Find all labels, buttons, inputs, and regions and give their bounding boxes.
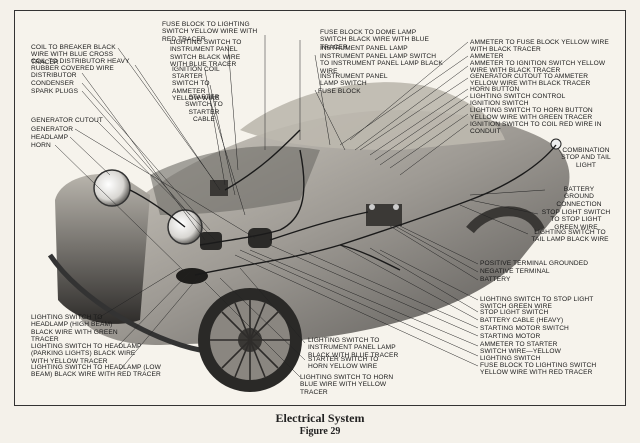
label-gen-cutout-ammeter: Generator cutout to ammeter yellow wire … <box>470 73 591 88</box>
label-horn-blue: Lighting switch to horn blue wire with y… <box>300 374 394 396</box>
label-fuse-block-lighting: Fuse block to lighting switch yellow wir… <box>162 21 258 43</box>
label-combination-lamp: Combination stop and tail light <box>561 147 611 169</box>
label-ignition-coil-red: Ignition switch to coil red wire in cond… <box>470 121 602 136</box>
label-lighting-switch: Lighting switch <box>480 355 541 362</box>
label-panel-lamp: Instrument panel lamp <box>320 45 408 52</box>
leader-lines <box>54 35 563 378</box>
label-starting-motor: Starting motor <box>480 333 541 340</box>
caption-title: Electrical System <box>275 411 365 425</box>
label-generator: Generator <box>31 126 74 133</box>
wiring-harness <box>129 129 557 276</box>
label-generator-cutout: Generator cutout <box>31 117 103 124</box>
label-battery-ground: Battery ground connection <box>556 186 602 208</box>
label-ammeter-ignition: Ammeter to ignition switch yellow wire w… <box>470 60 606 75</box>
label-coil-breaker: Coil to breaker black wire with blue cro… <box>31 44 116 66</box>
rear-wheel <box>466 206 545 234</box>
label-tail-lamp-wire: Lighting switch to tail lamp black wire <box>531 229 609 244</box>
label-horn: Horn <box>31 142 51 149</box>
label-lighting-switch-panel: Lighting switch to instrument panel swit… <box>170 39 242 69</box>
label-ignition-switch: Ignition switch <box>470 100 529 107</box>
label-horn-button: Horn button <box>470 86 520 93</box>
label-ammeter: Ammeter <box>470 53 504 60</box>
car-body <box>70 82 570 345</box>
label-battery-cable: Battery cable (heavy) <box>480 317 564 324</box>
label-lighting-horn: Lighting switch to horn button yellow wi… <box>470 107 593 122</box>
label-fuse-dome: Fuse block to dome lamp switch black wir… <box>320 29 429 51</box>
label-starter-to-cable: Starter switch to starter cable <box>185 94 223 124</box>
label-neg-terminal: Negative terminal <box>480 268 550 275</box>
label-pos-terminal: Positive terminal grounded <box>480 260 589 267</box>
label-starting-motor-switch: Starting motor switch <box>480 325 569 332</box>
label-distributor: Distributor <box>31 72 77 79</box>
label-ammeter-fuse: Ammeter to fuse block yellow wire with b… <box>470 39 609 54</box>
label-panel-lamp-switch: Instrument panel lamp switch to instrume… <box>320 53 443 75</box>
label-coil-distributor: Coil to distributor heavy rubber covered… <box>31 58 130 73</box>
label-ignition-coil: Ignition coil <box>172 66 220 73</box>
label-condenser: Condenser <box>31 80 75 87</box>
caption-figure: Figure 29 <box>299 426 341 437</box>
label-starter-horn: Starter switch to horn yellow wire <box>308 356 379 371</box>
front-fender <box>47 173 201 353</box>
label-stop-switch: Stop light switch <box>480 309 549 316</box>
label-headlamp-high: Lighting switch to headlamp (high beam) … <box>31 314 118 344</box>
label-fuse-lighting-bottom: Fuse block to lighting switch yellow wir… <box>480 362 597 377</box>
label-spark-plugs: Spark plugs <box>31 88 79 95</box>
label-lighting-control: Lighting switch control <box>470 93 566 100</box>
label-panel-lamp-bottom: Lighting switch to instrument panel lamp… <box>308 337 399 359</box>
label-ammeter-starter: Ammeter to starter switch wire—yellow <box>480 341 561 356</box>
front-wheel <box>198 288 302 392</box>
label-stop-light-switch-wire: Stop light switch to stop light green wi… <box>541 209 611 231</box>
label-lighting-stop-switch: Lighting switch to stop light switch gre… <box>480 296 594 311</box>
label-fuse-block: Fuse block <box>318 88 361 95</box>
label-headlamp-low: Lighting switch to headlamp (low beam) b… <box>31 364 161 379</box>
label-starter-ammeter: Starter switch to ammeter yellow wire <box>172 73 220 103</box>
label-headlamp-parking: Lighting switch to headlamp (parking lig… <box>31 343 142 365</box>
label-battery: Battery <box>480 276 511 283</box>
label-headlamp: Headlamp <box>31 134 69 141</box>
label-panel-lamp-switch2: Instrument panel lamp switch <box>320 73 388 88</box>
